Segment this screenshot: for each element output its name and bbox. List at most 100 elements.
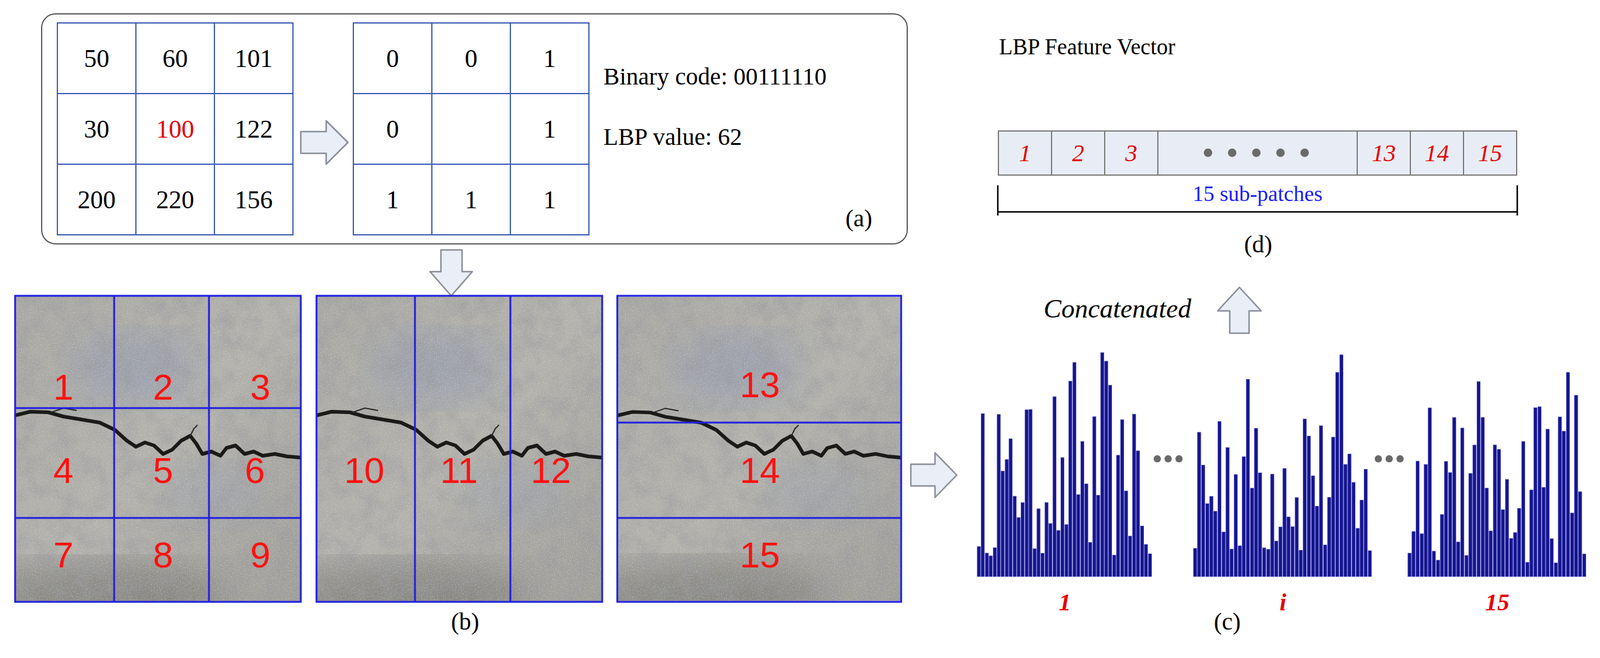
histogram-bar xyxy=(1476,381,1480,577)
illustration-part xyxy=(617,422,902,425)
illustration-part xyxy=(208,295,211,603)
histogram-bar xyxy=(1132,414,1136,577)
cell-number: 1 xyxy=(1018,140,1032,167)
histogram-bar xyxy=(1444,462,1448,577)
illustration-part xyxy=(0,295,301,635)
callout-number: 8 xyxy=(152,537,173,574)
illustration-part xyxy=(262,295,603,635)
histogram-bar xyxy=(1290,527,1294,577)
illustration-part xyxy=(430,250,473,296)
histogram-bar xyxy=(1205,503,1209,577)
panel-text: LBP value: 62 xyxy=(603,123,743,151)
histogram-bar xyxy=(1323,545,1327,577)
histogram-bar xyxy=(1029,409,1033,577)
pixel-grid xyxy=(57,22,293,235)
callout-number: 4 xyxy=(53,453,74,490)
histogram-bar xyxy=(1517,508,1521,577)
histogram-bar xyxy=(1104,361,1108,577)
histogram-bar xyxy=(1525,562,1529,577)
histogram-bar xyxy=(1468,473,1472,577)
histogram xyxy=(1193,355,1372,577)
histogram-bar xyxy=(1407,553,1411,577)
histogram-bar xyxy=(1448,472,1452,577)
histogram-bar xyxy=(1485,488,1489,577)
vector-cell: 3 xyxy=(1105,131,1159,175)
histogram-bar xyxy=(985,553,989,577)
cell-number: 15 xyxy=(1477,140,1503,167)
illustration-part xyxy=(1227,148,1237,158)
histogram-bar xyxy=(1060,457,1064,577)
histogram-bar xyxy=(977,547,981,577)
histogram-bar xyxy=(1017,517,1021,577)
histogram-bar xyxy=(1108,385,1112,577)
histogram-bar xyxy=(1327,497,1331,577)
histogram-bar xyxy=(1319,425,1323,577)
histogram xyxy=(977,352,1152,577)
binary-bit: 1 xyxy=(543,44,557,72)
patch-grid xyxy=(15,295,902,603)
pixel-value: 156 xyxy=(234,186,274,213)
histogram-bar xyxy=(1464,555,1468,577)
histogram-bar xyxy=(1217,421,1221,577)
histogram-bar xyxy=(1089,542,1093,577)
pixel-value: 200 xyxy=(77,186,116,213)
binary-bit: 1 xyxy=(465,186,478,213)
histogram-bar xyxy=(1436,560,1440,577)
histogram-bar xyxy=(1246,379,1250,577)
histogram-bar xyxy=(1351,482,1355,577)
histogram-bar xyxy=(1360,500,1364,577)
histogram-bar xyxy=(1294,497,1298,577)
histogram-bar xyxy=(1311,475,1315,577)
histogram-bar xyxy=(1233,474,1237,577)
histogram-bar xyxy=(1197,432,1201,577)
histogram-bar xyxy=(1415,461,1419,577)
histogram-bar xyxy=(1501,509,1505,577)
histogram-bar xyxy=(1493,445,1497,577)
histogram-bar xyxy=(1549,538,1553,577)
histogram-bar xyxy=(1040,553,1044,577)
histogram-bar xyxy=(1364,469,1368,577)
histogram-bar xyxy=(1084,484,1088,577)
histogram-bar xyxy=(1072,363,1076,577)
callout-number: 12 xyxy=(530,453,572,490)
callout-number: 14 xyxy=(739,453,781,490)
callout-number: 1 xyxy=(53,369,74,406)
illustration-part xyxy=(617,295,902,603)
histogram-bar xyxy=(1012,496,1016,577)
histogram-bar xyxy=(1214,511,1218,577)
pixel-value: 50 xyxy=(83,44,110,72)
illustration-part xyxy=(213,22,216,235)
histogram-bar xyxy=(1238,546,1242,577)
histogram-bar xyxy=(1201,465,1205,577)
callout-number: 7 xyxy=(53,537,74,574)
histogram-bar xyxy=(1116,455,1120,577)
histogram-bar xyxy=(1307,436,1311,577)
histogram-bar xyxy=(1481,417,1485,577)
binary-bit: 1 xyxy=(543,115,557,142)
illustration-part xyxy=(57,22,293,235)
histogram-index: 1 xyxy=(1058,590,1071,616)
histogram xyxy=(1407,372,1587,577)
illustration-part xyxy=(1516,185,1519,216)
histogram-bar xyxy=(1574,395,1578,577)
illustration-part xyxy=(1300,148,1309,158)
illustration-part xyxy=(1276,148,1285,158)
histogram-bar xyxy=(1299,550,1303,577)
histogram-bar xyxy=(1521,441,1525,577)
illustration-part xyxy=(113,295,116,603)
histogram-bar xyxy=(1221,532,1225,577)
illustration-part xyxy=(1203,148,1213,158)
callout-number: 9 xyxy=(250,537,270,574)
histogram-bar xyxy=(1287,517,1291,577)
histogram-bar xyxy=(1460,428,1464,577)
histogram-bar xyxy=(1032,549,1036,577)
histogram-bar xyxy=(1534,408,1538,577)
histogram-bar xyxy=(1193,548,1197,577)
callout-number: 13 xyxy=(739,367,781,404)
illustration-part xyxy=(135,22,137,235)
histogram-bar xyxy=(1001,471,1005,577)
vector-cell: 1 xyxy=(999,131,1053,175)
illustration-part xyxy=(509,22,511,235)
pixel-value: 220 xyxy=(156,186,195,213)
panel-caption: (c) xyxy=(1214,609,1241,635)
